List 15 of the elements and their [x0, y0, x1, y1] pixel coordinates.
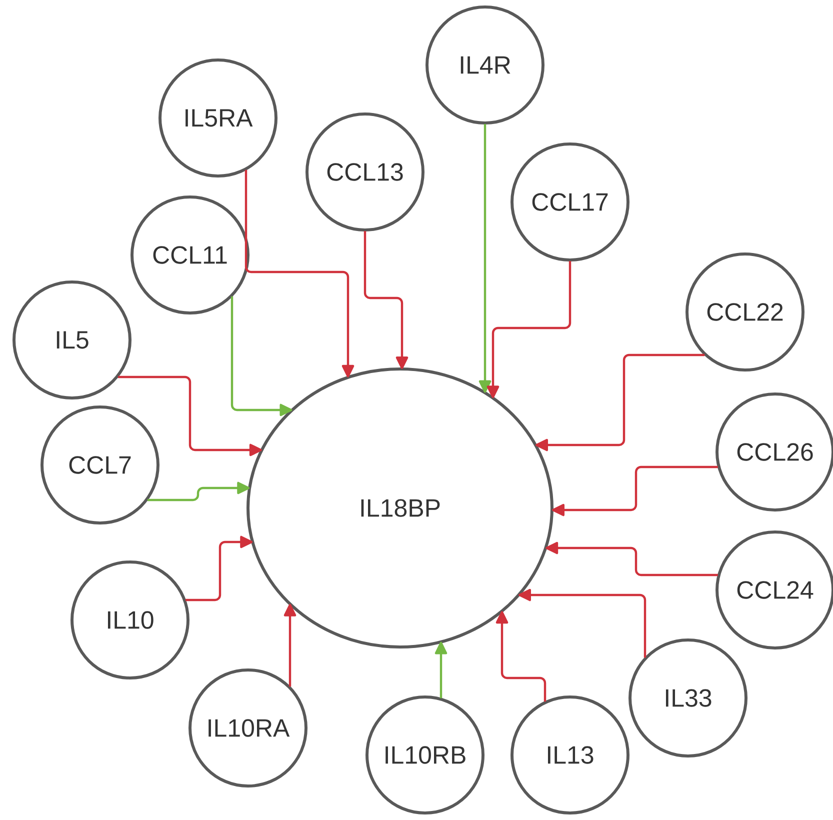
arrow — [518, 588, 646, 658]
arrow — [496, 611, 546, 702]
arrow — [230, 296, 292, 416]
arrow — [118, 376, 262, 456]
arrow — [486, 261, 572, 398]
arrow — [434, 642, 448, 698]
arrow — [244, 170, 354, 378]
arrow — [284, 604, 296, 687]
arrow — [478, 124, 492, 393]
arrow — [546, 542, 718, 576]
arrow — [148, 482, 250, 502]
arrow — [536, 354, 705, 452]
arrow — [186, 536, 253, 602]
arrow — [364, 231, 408, 369]
arrow — [552, 466, 718, 516]
